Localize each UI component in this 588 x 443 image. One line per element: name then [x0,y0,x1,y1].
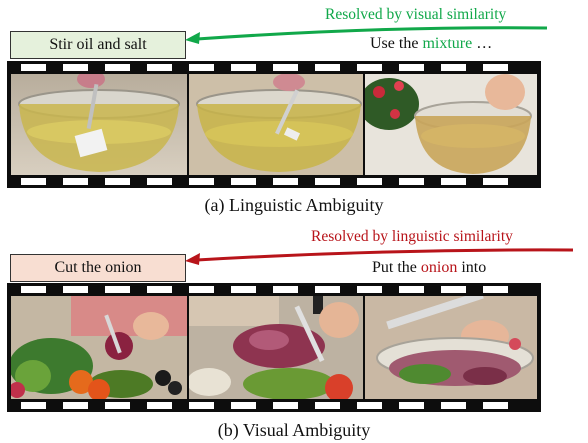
annotation-visual-similarity: Resolved by visual similarity [325,6,507,23]
sprocket-row-top-b [7,286,541,294]
step-label-box-b: Cut the onion [10,254,186,282]
sprocket-hole [105,178,130,185]
sprocket-hole [273,178,298,185]
sprocket-hole [315,286,340,293]
sprocket-hole [231,64,256,71]
sprocket-hole [63,286,88,293]
sprocket-hole [231,286,256,293]
sprocket-hole [21,64,46,71]
sprocket-hole [441,178,466,185]
sprocket-hole [21,286,46,293]
frame-a-1 [11,74,187,175]
sprocket-hole [147,402,172,409]
sentence-a-suffix: … [472,35,493,52]
sprocket-hole [357,286,382,293]
sprocket-hole [483,402,508,409]
sprocket-hole [441,64,466,71]
sprocket-hole [483,64,508,71]
sprocket-hole [231,402,256,409]
step-label-a: Stir oil and salt [49,36,147,53]
sprocket-hole [189,178,214,185]
sprocket-hole [399,286,424,293]
sprocket-hole [483,286,508,293]
sprocket-hole [63,402,88,409]
sprocket-hole [273,402,298,409]
sprocket-hole [105,402,130,409]
film-strip-b [7,283,541,412]
frame-a-2 [189,74,363,175]
sprocket-hole [441,402,466,409]
sprocket-hole [399,64,424,71]
sprocket-hole [147,178,172,185]
sprocket-hole [441,286,466,293]
sentence-b-suffix: into [457,259,487,276]
sprocket-hole [315,402,340,409]
sprocket-hole [147,64,172,71]
caption-a: (a) Linguistic Ambiguity [204,195,384,215]
sprocket-hole [21,402,46,409]
sentence-a-prefix: Use the [370,35,423,52]
frame-b-2 [189,296,363,399]
sentence-b-prefix: Put the [372,259,421,276]
sentence-b-highlight: onion [420,259,458,276]
sprocket-hole [357,64,382,71]
film-strip-a [7,61,541,188]
sentence-b: Put the onion into [372,259,486,277]
arrow-a [185,26,548,44]
sprocket-hole [189,286,214,293]
sprocket-hole [483,178,508,185]
sprocket-hole [189,64,214,71]
sprocket-hole [399,402,424,409]
sprocket-hole [399,178,424,185]
frame-b-3 [365,296,537,399]
sprocket-hole [105,64,130,71]
sprocket-row-top-a [7,64,541,72]
sprocket-hole [63,178,88,185]
sprocket-hole [189,402,214,409]
sprocket-row-bottom-a [7,178,541,186]
sprocket-hole [273,64,298,71]
frame-a-3 [365,74,537,175]
sprocket-hole [273,286,298,293]
sentence-a-highlight: mixture [422,35,473,52]
sprocket-row-bottom-b [7,402,541,410]
arrow-b [185,248,574,265]
sprocket-hole [147,286,172,293]
sprocket-hole [357,402,382,409]
annotation-linguistic-similarity: Resolved by linguistic similarity [311,228,513,245]
sentence-a: Use the mixture … [370,35,492,53]
sprocket-hole [357,178,382,185]
frame-b-1 [11,296,187,399]
sprocket-hole [105,286,130,293]
sprocket-hole [63,64,88,71]
sprocket-hole [21,178,46,185]
step-label-box-a: Stir oil and salt [10,31,186,59]
caption-b: (b) Visual Ambiguity [217,420,371,440]
sprocket-hole [315,64,340,71]
sprocket-hole [315,178,340,185]
sprocket-hole [231,178,256,185]
step-label-b: Cut the onion [54,259,142,276]
